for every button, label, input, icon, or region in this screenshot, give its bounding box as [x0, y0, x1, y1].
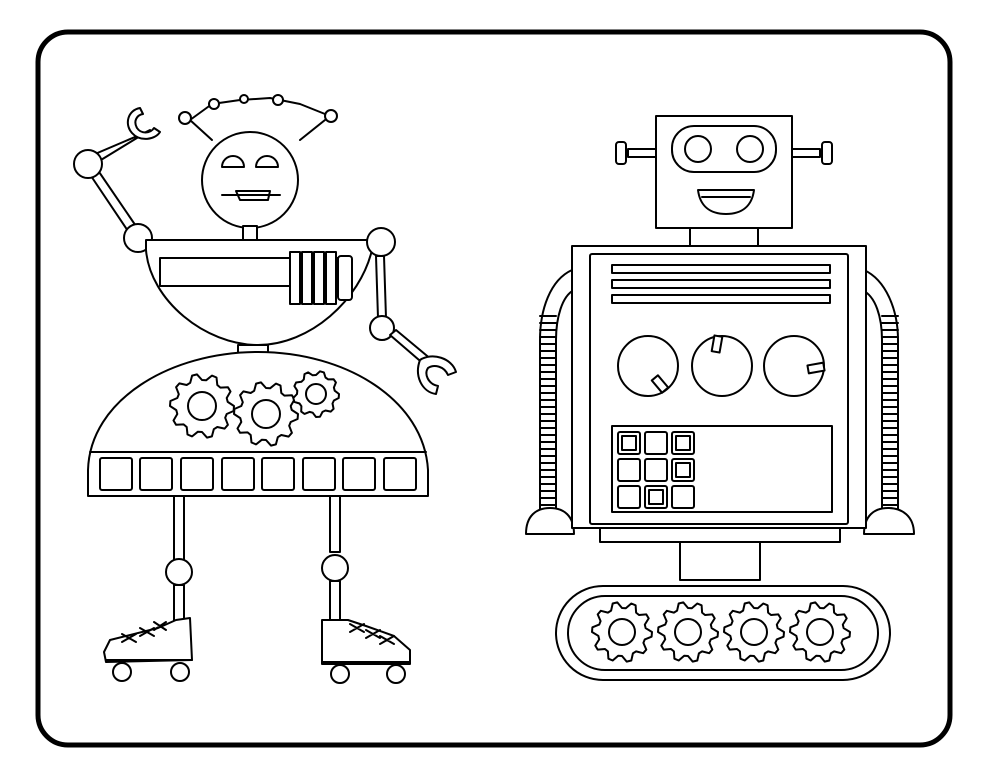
gear-icon	[657, 601, 719, 663]
skirt-panels	[99, 457, 417, 491]
neck	[242, 225, 258, 241]
right-arm	[861, 269, 915, 535]
head	[201, 131, 299, 229]
vent-stripe	[611, 264, 831, 274]
knee-joint	[321, 554, 349, 582]
tank-tread	[555, 585, 891, 681]
right-bolt	[791, 148, 821, 158]
vent-stripe	[611, 279, 831, 289]
head-antenna	[178, 94, 338, 141]
gear-icon	[591, 601, 653, 663]
vent-stripe	[611, 294, 831, 304]
gear-icon	[233, 381, 299, 447]
skirt	[87, 351, 429, 497]
left-eye	[221, 155, 245, 168]
claw-hand	[417, 355, 457, 395]
shoulder-joint	[366, 227, 396, 257]
left-eye	[684, 135, 712, 163]
dial-knob	[763, 335, 826, 397]
left-arm	[73, 107, 161, 253]
head	[615, 115, 833, 229]
left-leg	[103, 495, 193, 682]
neck	[689, 227, 759, 247]
tank-robot	[525, 115, 915, 681]
roller-skate	[103, 617, 193, 663]
elbow-joint	[369, 315, 395, 341]
right-leg	[321, 495, 411, 684]
elbow-joint	[73, 149, 103, 179]
right-eye	[255, 155, 279, 168]
right-arm	[366, 227, 457, 395]
roller-skate	[321, 619, 411, 665]
gear-icon	[292, 370, 340, 418]
gear-icon	[169, 373, 235, 439]
body-base	[599, 527, 841, 543]
claw-hand	[126, 107, 161, 140]
gear-icon	[789, 601, 851, 663]
left-bolt	[627, 148, 657, 158]
knee-joint	[165, 558, 193, 586]
body	[571, 245, 867, 529]
torso	[145, 239, 373, 346]
gear-icon	[723, 601, 785, 663]
dial-knob	[617, 335, 679, 397]
control-grid	[611, 425, 833, 513]
skirt-robot	[73, 94, 457, 684]
dial-knob	[691, 334, 753, 397]
right-eye	[736, 135, 764, 163]
